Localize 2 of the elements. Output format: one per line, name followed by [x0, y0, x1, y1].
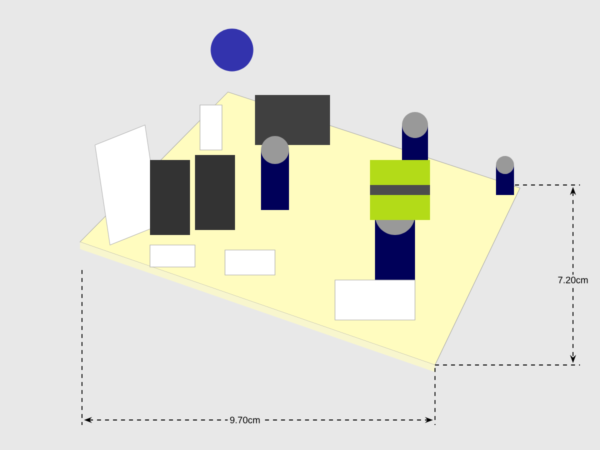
dimension-label: 9.70cm	[228, 414, 262, 426]
dimension-label: 7.20cm	[556, 274, 590, 286]
